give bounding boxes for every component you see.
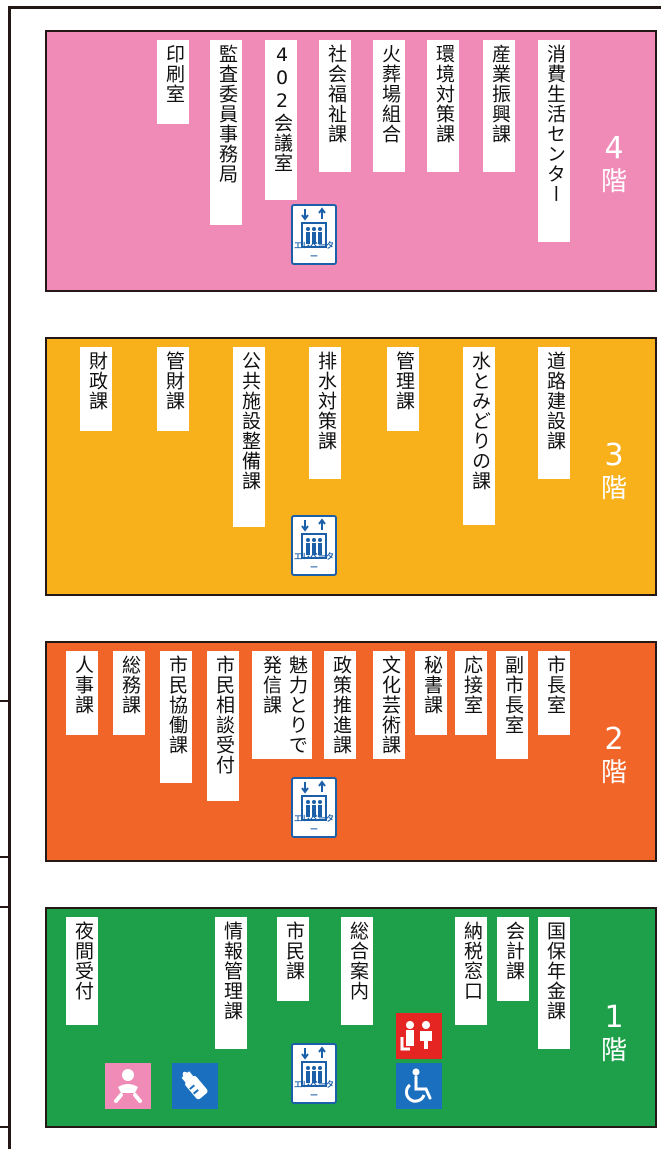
- frame-top-line: [8, 6, 661, 9]
- floor-1: 国保年金課 会計課 納税窓口 総合案内 市民課 情報管理課 夜間受付: [45, 907, 657, 1128]
- room-shakai-fukushi[interactable]: 社会福祉課: [319, 40, 351, 172]
- room-seisaku-suishin[interactable]: 政策推進課: [324, 651, 356, 759]
- room-shimin-sodan-uketsuke[interactable]: 市民相談受付: [207, 651, 239, 801]
- room-somu[interactable]: 総務課: [113, 651, 145, 735]
- elevator-icon: エレベーター: [291, 204, 337, 265]
- room-insatsushitsu[interactable]: 印刷室: [157, 40, 189, 124]
- frame-tick: [0, 856, 10, 858]
- room-nozei-madoguchi[interactable]: 納税窓口: [455, 917, 487, 1025]
- elevator-icon: エレベーター: [291, 515, 337, 576]
- room-haisui-taisaku[interactable]: 排水対策課: [309, 347, 341, 479]
- floor-3: 道路建設課 水とみどりの課 管理課 排水対策課 公共施設整備課 管財課 財政課 …: [45, 337, 657, 596]
- room-fuku-shicho[interactable]: 副市長室: [496, 651, 528, 759]
- floor-2: 市長室 副市長室 応接室 秘書課 文化芸術課 政策推進課 魅力とりで 発信課 市…: [45, 641, 657, 862]
- room-label-part: 発信課: [260, 655, 282, 715]
- room-kankyo-taisaku[interactable]: 環境対策課: [427, 40, 459, 172]
- floor-number: 2: [604, 722, 624, 757]
- elevator-label: エレベーター: [294, 552, 334, 572]
- frame-tick: [0, 700, 10, 702]
- room-402-kaigishitsu[interactable]: 402会議室: [265, 40, 297, 200]
- room-shohi-seikatsu-center[interactable]: 消費生活センター: [538, 40, 570, 242]
- floor-label-3: 3 階: [589, 439, 639, 505]
- floor-label-1: 1 階: [589, 1001, 639, 1067]
- room-hisho[interactable]: 秘書課: [415, 651, 447, 735]
- elevator-label: エレベーター: [294, 814, 334, 834]
- floor-kai: 階: [600, 1036, 627, 1066]
- floor-4: 消費生活センター 産業振興課 環境対策課 火葬場組合 社会福祉課 402会議室 …: [45, 30, 657, 292]
- room-shimin-kyodo[interactable]: 市民協働課: [160, 651, 192, 783]
- room-sogo-annai[interactable]: 総合案内: [341, 917, 373, 1025]
- floor-label-2: 2 階: [589, 723, 639, 789]
- frame-left-line: [8, 6, 11, 1149]
- frame-tick: [0, 1126, 10, 1128]
- elevator-icon: エレベーター: [291, 1043, 337, 1104]
- room-kansa-iin-jimukyoku[interactable]: 監査委員事務局: [210, 40, 242, 225]
- floor-number: 3: [604, 438, 624, 473]
- room-doro-kensetsu[interactable]: 道路建設課: [538, 347, 570, 479]
- floor-kai: 階: [600, 167, 627, 197]
- room-shimin[interactable]: 市民課: [277, 917, 309, 1001]
- room-kanzai[interactable]: 管財課: [157, 347, 189, 431]
- room-miryoku-toride-hasshin[interactable]: 魅力とりで 発信課: [252, 651, 312, 759]
- elevator-label: エレベーター: [294, 1080, 334, 1100]
- room-kanri[interactable]: 管理課: [387, 347, 419, 431]
- room-label-part: 魅力とりで: [286, 655, 308, 755]
- frame-tick: [0, 906, 10, 908]
- room-zaisei[interactable]: 財政課: [80, 347, 112, 431]
- room-kaikei[interactable]: 会計課: [497, 917, 529, 1001]
- room-kokyo-shisetsu-seibi[interactable]: 公共施設整備課: [233, 347, 265, 527]
- room-joho-kanri[interactable]: 情報管理課: [215, 917, 247, 1049]
- room-kasoba-kumiai[interactable]: 火葬場組合: [373, 40, 405, 172]
- floor-number: 1: [604, 1000, 624, 1035]
- floor-label-4: 4 階: [589, 132, 639, 198]
- elevator-icon: エレベーター: [291, 777, 337, 838]
- restroom-icon: [396, 1013, 442, 1059]
- room-sangyo-shinko[interactable]: 産業振興課: [483, 40, 515, 172]
- elevator-label: エレベーター: [294, 241, 334, 261]
- baby-bottle-icon: [172, 1063, 218, 1109]
- wheelchair-icon: [396, 1063, 442, 1109]
- room-shicho[interactable]: 市長室: [538, 651, 570, 735]
- room-osetsu[interactable]: 応接室: [455, 651, 487, 735]
- floor-kai: 階: [600, 474, 627, 504]
- room-jinji[interactable]: 人事課: [66, 651, 98, 735]
- floor-number: 4: [604, 131, 624, 166]
- room-mizu-to-midori[interactable]: 水とみどりの課: [463, 347, 495, 525]
- room-yakan-uketsuke[interactable]: 夜間受付: [66, 917, 98, 1025]
- floor-kai: 階: [600, 758, 627, 788]
- room-kokuho-nenkin[interactable]: 国保年金課: [538, 917, 570, 1049]
- room-bunka-geijutsu[interactable]: 文化芸術課: [373, 651, 405, 759]
- baby-care-icon: [105, 1063, 151, 1109]
